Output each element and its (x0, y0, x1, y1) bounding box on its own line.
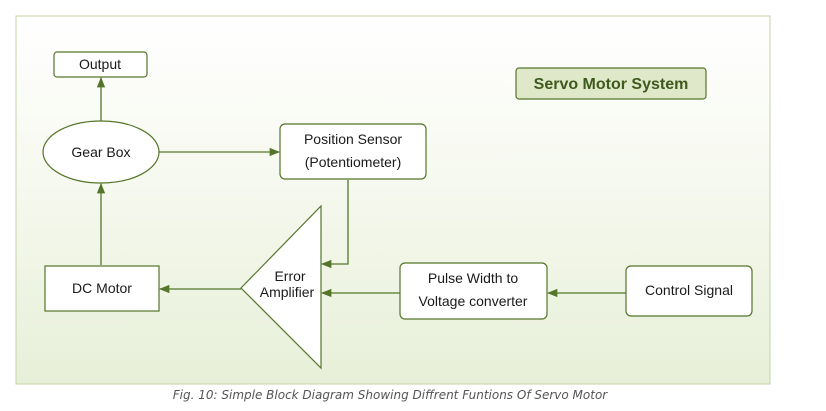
dc-motor-block: DC Motor (44, 265, 160, 312)
control-signal-label: Control Signal (645, 282, 733, 298)
position-sensor-label-line2: (Potentiometer) (305, 154, 401, 170)
dc-motor-label: DC Motor (72, 280, 132, 296)
error-amplifier-block: Error Amplifier (240, 204, 322, 370)
figure-caption: Fig. 10: Simple Block Diagram Showing Di… (172, 388, 608, 402)
title-box: Servo Motor System (515, 67, 707, 100)
pwm-converter-label-line1: Pulse Width to (428, 270, 518, 286)
pwm-converter-block: Pulse Width to Voltage converter (399, 262, 548, 320)
position-sensor-block: Position Sensor (Potentiometer) (279, 123, 427, 180)
diagram-title: Servo Motor System (534, 76, 689, 93)
output-label: Output (79, 56, 121, 72)
position-sensor-label-line1: Position Sensor (304, 131, 402, 147)
error-amplifier-label-line1: Error (274, 268, 305, 284)
error-amplifier-label-line2: Amplifier (260, 284, 315, 300)
control-signal-block: Control Signal (625, 265, 753, 317)
gear-box-block: Gear Box (42, 120, 160, 184)
output-block: Output (53, 51, 148, 78)
gear-box-label: Gear Box (71, 144, 130, 160)
arrow-sensor-to-amplifier (320, 180, 349, 269)
pwm-converter-label-line2: Voltage converter (419, 293, 528, 309)
